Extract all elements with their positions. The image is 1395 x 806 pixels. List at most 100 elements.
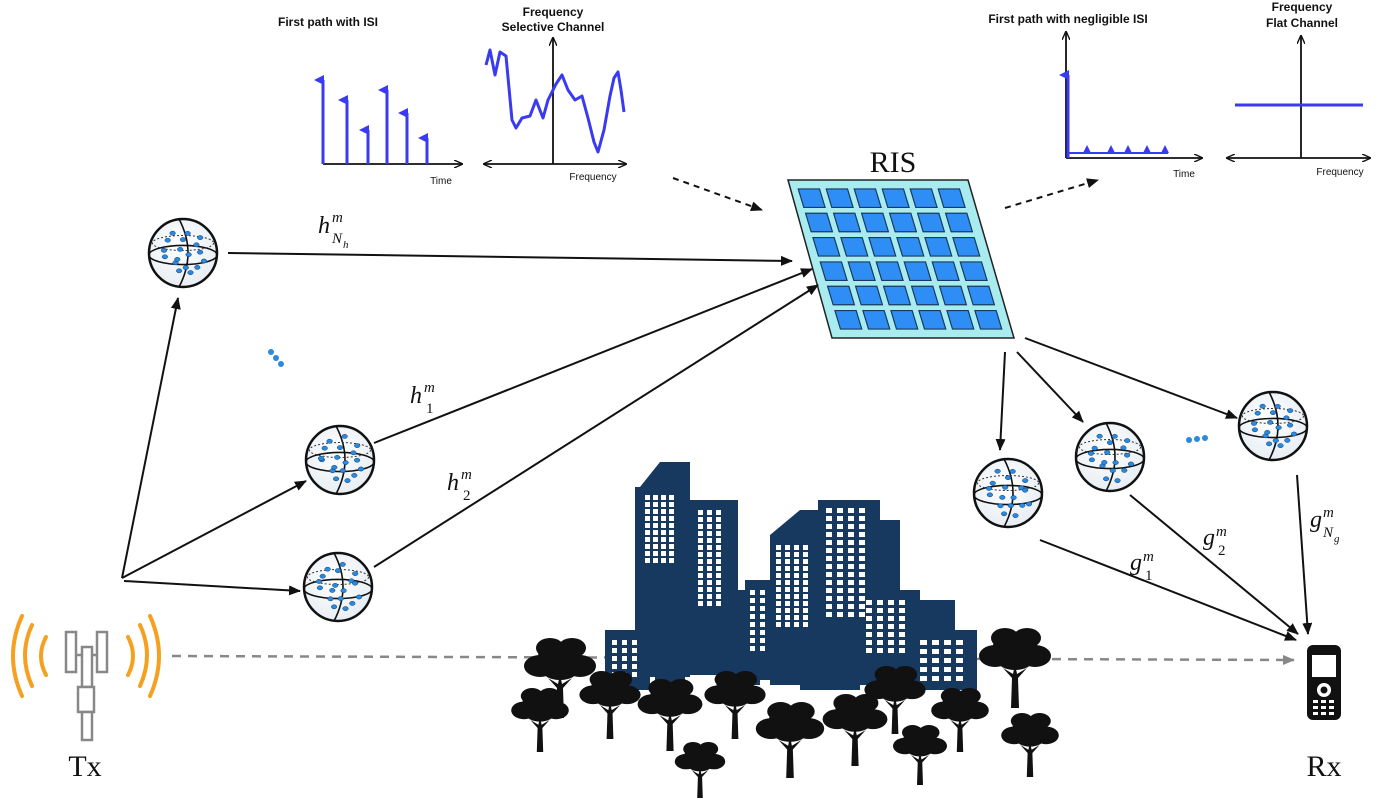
svg-text:m: m: [1216, 524, 1227, 540]
svg-text:g: g: [1203, 525, 1215, 551]
ris-element: [888, 212, 918, 233]
tree-icon: [579, 671, 641, 739]
propagation-paths: [121, 252, 1313, 641]
svg-text:g: g: [1130, 550, 1142, 576]
scatterer-sphere-icon: [302, 551, 374, 623]
neg-small-taps: [1083, 145, 1169, 153]
tree-icon: [1001, 713, 1059, 777]
inset-flat-title-2: Flat Channel: [1266, 16, 1338, 30]
ris-element: [882, 285, 912, 306]
rx-label: Rx: [1306, 750, 1341, 783]
ris-element: [868, 236, 897, 257]
tree-icon: [511, 688, 569, 752]
label-h2: h m 2: [447, 467, 472, 504]
ris-element: [825, 188, 854, 209]
label-g2: g m 2: [1203, 524, 1227, 559]
inset-fsel-xlabel: Frequency: [569, 172, 616, 183]
svg-text:h: h: [447, 470, 459, 496]
ris-element: [881, 188, 910, 209]
svg-text:2: 2: [1218, 543, 1226, 559]
ris-element: [974, 309, 1003, 330]
ris-element: [916, 212, 946, 233]
svg-text:1: 1: [426, 401, 434, 417]
building-windows: [612, 495, 963, 681]
mobile-phone-icon: [1307, 645, 1341, 720]
label-h-nh: h m N h: [318, 210, 349, 251]
inset-neg-xlabel: Time: [1173, 169, 1195, 180]
ris-element: [860, 212, 890, 233]
svg-text:m: m: [1143, 549, 1154, 565]
inset-frequency-selective: Frequency Selective Channel Frequency: [484, 5, 626, 183]
tree-icon: [931, 688, 989, 752]
label-g-ng: g m N g: [1310, 505, 1340, 545]
ris-element: [931, 261, 960, 282]
tx-label: Tx: [68, 750, 101, 783]
inset-isi-impulse-response: First path with ISI Time: [278, 15, 462, 187]
ris-element: [944, 212, 974, 233]
svg-text:1: 1: [1145, 568, 1153, 584]
tree-icon: [755, 702, 825, 778]
path-g1-to-rx: [1039, 539, 1297, 641]
ris-element: [854, 285, 884, 306]
ris-element: [862, 309, 891, 330]
inset-fsel-title-2: Selective Channel: [502, 20, 605, 34]
svg-text:m: m: [1323, 505, 1334, 521]
city-skyline-icon: [605, 462, 977, 690]
label-g1: g m 1: [1130, 549, 1154, 584]
ris-element: [847, 261, 876, 282]
ris-element: [819, 261, 848, 282]
ris-element: [840, 236, 869, 257]
ris-element: [903, 261, 932, 282]
svg-text:h: h: [410, 383, 422, 409]
ris-element: [909, 188, 938, 209]
inset-isi-xlabel: Time: [430, 176, 452, 187]
ris-element: [875, 261, 904, 282]
ris-element: [890, 309, 919, 330]
path-tx-to-scatterer-2: [123, 580, 301, 596]
scatterer-sphere-icon: [1074, 421, 1146, 493]
inset-isi-title: First path with ISI: [278, 15, 378, 29]
tree-icon: [979, 628, 1051, 708]
svg-text:m: m: [424, 380, 435, 396]
ris-element: [853, 188, 882, 209]
inset-fsel-title-1: Frequency: [523, 5, 584, 19]
ris-element: [937, 188, 966, 209]
ris-element: [812, 236, 841, 257]
scatterer-sphere-icon: [147, 217, 219, 289]
ris-element: [832, 212, 862, 233]
scatterer-group: [147, 217, 1309, 623]
svg-text:g: g: [1310, 507, 1322, 533]
svg-text:N: N: [1322, 525, 1334, 541]
ris-element: [918, 309, 947, 330]
scatterer-sphere-icon: [1237, 390, 1309, 462]
svg-text:h: h: [318, 213, 330, 239]
path-ris-to-gng: [1024, 337, 1238, 419]
ellipsis-dots-right: [1186, 435, 1208, 443]
path-ris-to-g2: [1016, 351, 1084, 423]
tree-icon: [822, 694, 888, 766]
ris-element: [804, 212, 834, 233]
tree-icon: [674, 742, 726, 798]
dashed-arrow-from-ris: [1004, 178, 1099, 209]
ris-element: [797, 188, 826, 209]
path-tx-to-scatterer-top: [121, 297, 181, 579]
svg-text:h: h: [343, 239, 349, 251]
tree-icon: [704, 671, 766, 739]
path-ris-to-g1: [995, 351, 1006, 451]
ris-panel-icon: RIS: [787, 146, 1015, 339]
ellipsis-dots-left: [268, 349, 284, 367]
path-gng-to-rx: [1296, 474, 1313, 635]
inset-frequency-flat: Frequency Flat Channel Frequency: [1227, 0, 1370, 178]
inset-negligible-isi: First path with negligible ISI Time: [988, 12, 1202, 180]
scatterer-sphere-icon: [972, 457, 1044, 529]
tree-icon: [864, 666, 926, 734]
inset-flat-xlabel: Frequency: [1316, 167, 1363, 178]
dashed-arrow-to-ris: [672, 177, 763, 211]
label-h1: h m 1: [410, 380, 435, 417]
ris-element: [826, 285, 856, 306]
ris-element-grid: [797, 188, 1003, 330]
path-h2: [373, 284, 819, 568]
ris-element: [910, 285, 940, 306]
path-g2-to-rx: [1129, 494, 1299, 635]
